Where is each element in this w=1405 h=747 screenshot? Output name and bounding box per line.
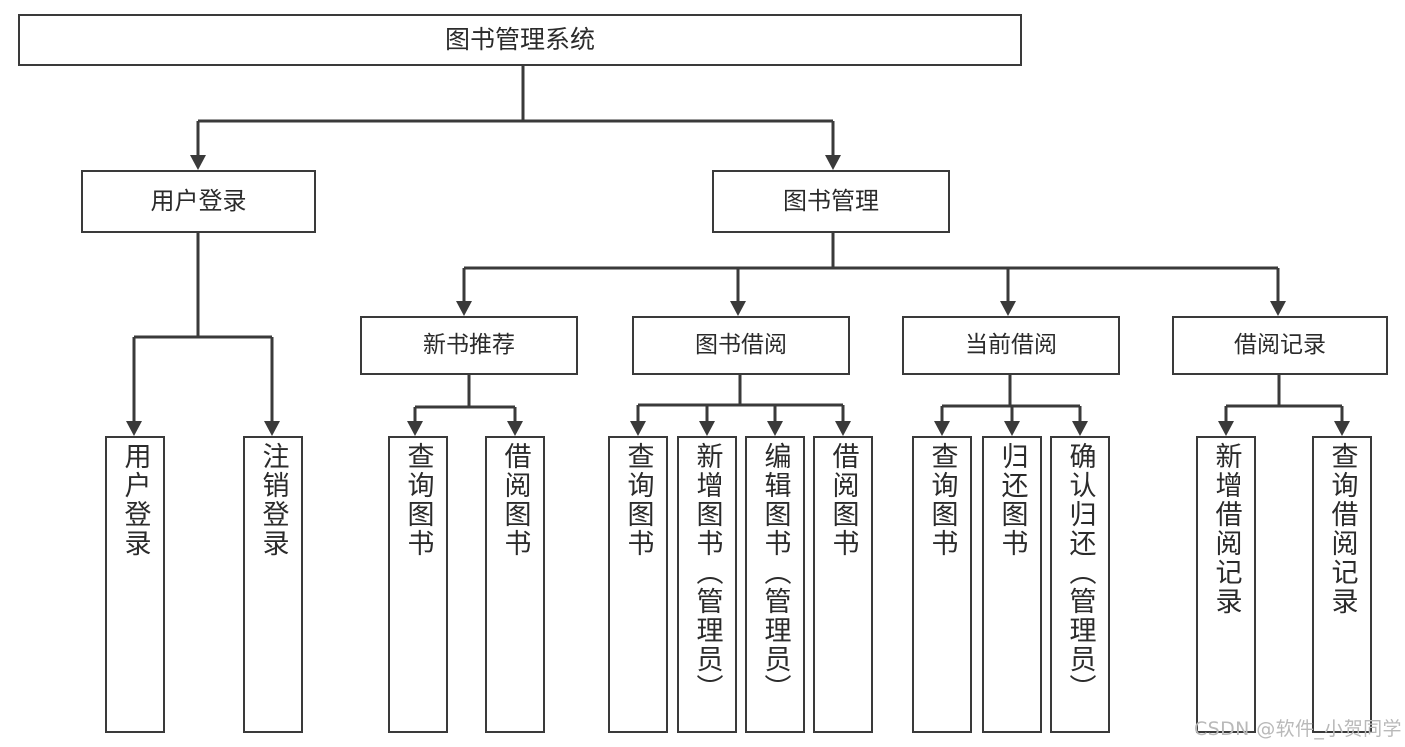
node-label: 借阅图书 xyxy=(499,442,531,558)
group-3-arrow-1-head xyxy=(1334,421,1350,436)
group-3-arrow-0-head xyxy=(1218,421,1234,436)
node-leaf-user-logout[interactable]: 注销登录 xyxy=(243,436,303,733)
node-leaf-borrow-book-recommend[interactable]: 借阅图书 xyxy=(485,436,545,733)
node-label: 当前借阅 xyxy=(965,331,1057,358)
node-label: 归还图书 xyxy=(996,442,1028,558)
node-branch-book-management[interactable]: 图书管理 xyxy=(712,170,950,233)
node-label: 查询图书 xyxy=(926,442,958,558)
node-leaf-borrow-book[interactable]: 借阅图书 xyxy=(813,436,873,733)
root-arrow-0-head xyxy=(190,155,206,170)
books-arrow-2-head xyxy=(1000,301,1016,316)
node-label: 注销登录 xyxy=(257,442,289,558)
node-sub-current-borrow[interactable]: 当前借阅 xyxy=(902,316,1120,375)
node-label: 用户登录 xyxy=(119,442,151,558)
node-leaf-confirm-return-admin[interactable]: 确认归还（管理员） xyxy=(1050,436,1110,733)
node-label: 新增借阅记录 xyxy=(1210,442,1242,616)
node-root-system[interactable]: 图书管理系统 xyxy=(18,14,1022,66)
node-sub-borrow-record[interactable]: 借阅记录 xyxy=(1172,316,1388,375)
node-label: 借阅图书 xyxy=(827,442,859,558)
node-leaf-query-borrow-record[interactable]: 查询借阅记录 xyxy=(1312,436,1372,733)
node-leaf-query-book-current[interactable]: 查询图书 xyxy=(912,436,972,733)
node-label: 新增图书（管理员） xyxy=(691,442,723,703)
node-label: 确认归还（管理员） xyxy=(1064,442,1096,703)
node-leaf-query-book-recommend[interactable]: 查询图书 xyxy=(388,436,448,733)
login-arrow-0-head xyxy=(126,421,142,436)
node-sub-book-borrow[interactable]: 图书借阅 xyxy=(632,316,850,375)
root-arrow-1-head xyxy=(825,155,841,170)
node-leaf-add-book-admin[interactable]: 新增图书（管理员） xyxy=(677,436,737,733)
books-arrow-1-head xyxy=(730,301,746,316)
group-1-arrow-0-head xyxy=(630,421,646,436)
node-leaf-user-login[interactable]: 用户登录 xyxy=(105,436,165,733)
watermark: CSDN @软件_小贺同学 xyxy=(1194,718,1402,740)
group-1-arrow-1-head xyxy=(699,421,715,436)
group-0-arrow-1-head xyxy=(507,421,523,436)
group-2-arrow-0-head xyxy=(934,421,950,436)
node-label: 图书借阅 xyxy=(695,331,787,358)
node-label: 编辑图书（管理员） xyxy=(759,442,791,703)
books-arrow-0-head xyxy=(456,301,472,316)
node-label: 查询图书 xyxy=(622,442,654,558)
node-sub-new-book-recommend[interactable]: 新书推荐 xyxy=(360,316,578,375)
node-label: 查询借阅记录 xyxy=(1326,442,1358,616)
node-label: 借阅记录 xyxy=(1234,331,1326,358)
node-leaf-return-book[interactable]: 归还图书 xyxy=(982,436,1042,733)
group-1-arrow-2-head xyxy=(767,421,783,436)
node-label: 查询图书 xyxy=(402,442,434,558)
node-label: 图书管理 xyxy=(783,187,879,216)
login-arrow-1-head xyxy=(264,421,280,436)
node-label: 用户登录 xyxy=(150,187,247,216)
books-arrow-3-head xyxy=(1270,301,1286,316)
node-label: 新书推荐 xyxy=(423,331,515,358)
group-1-arrow-3-head xyxy=(835,421,851,436)
group-0-arrow-0-head xyxy=(407,421,423,436)
group-2-arrow-2-head xyxy=(1072,421,1088,436)
node-leaf-add-borrow-record[interactable]: 新增借阅记录 xyxy=(1196,436,1256,733)
connector-lines xyxy=(126,66,1350,436)
node-branch-user-login[interactable]: 用户登录 xyxy=(81,170,316,233)
group-2-arrow-1-head xyxy=(1004,421,1020,436)
node-leaf-query-book[interactable]: 查询图书 xyxy=(608,436,668,733)
node-label: 图书管理系统 xyxy=(444,25,595,54)
node-leaf-edit-book-admin[interactable]: 编辑图书（管理员） xyxy=(745,436,805,733)
